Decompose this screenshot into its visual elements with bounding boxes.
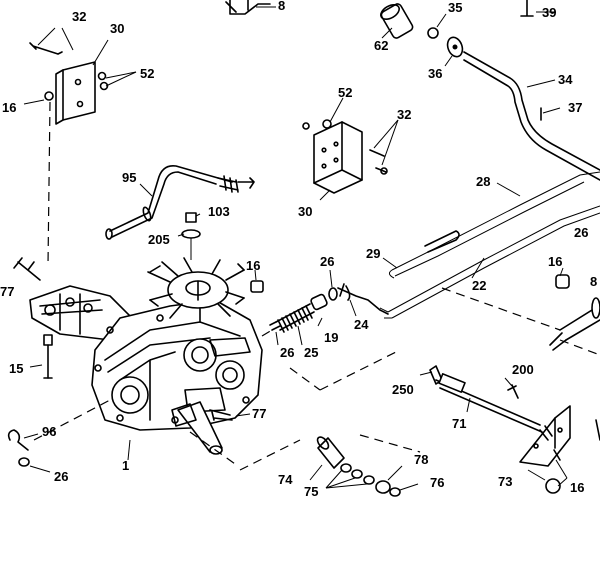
label-205: 205 xyxy=(148,232,170,247)
label-74: 74 xyxy=(278,472,293,487)
label-26: 26 xyxy=(574,225,588,240)
label-29: 29 xyxy=(366,246,380,261)
label-76: 76 xyxy=(430,475,444,490)
label-32: 32 xyxy=(72,9,86,24)
label-15: 15 xyxy=(9,361,23,376)
label-103: 103 xyxy=(208,204,230,219)
label-52: 52 xyxy=(140,66,154,81)
label-36: 36 xyxy=(428,66,442,81)
label-16: 16 xyxy=(570,480,584,495)
spacer-62 xyxy=(380,3,414,39)
label-26: 26 xyxy=(54,469,68,484)
label-75: 75 xyxy=(304,484,318,499)
label-200: 200 xyxy=(512,362,534,377)
label-24: 24 xyxy=(354,317,369,332)
control-rod-28-22 xyxy=(379,171,600,319)
label-32: 32 xyxy=(397,107,411,122)
label-1: 1 xyxy=(122,458,129,473)
label-34: 34 xyxy=(558,72,573,87)
spring-linkage xyxy=(250,269,401,391)
right-side-parts xyxy=(441,267,600,441)
label-52: 52 xyxy=(338,85,352,100)
label-30: 30 xyxy=(298,204,312,219)
label-22: 22 xyxy=(472,278,486,293)
label-37: 37 xyxy=(568,100,582,115)
label-16: 16 xyxy=(548,254,562,269)
transmission-assembly xyxy=(29,257,263,455)
label-77: 77 xyxy=(0,284,14,299)
label-73: 73 xyxy=(498,474,512,489)
label-30: 30 xyxy=(110,21,124,36)
lower-right-assembly xyxy=(359,365,571,494)
part-number-labels: 32 30 52 16 8 35 39 62 36 34 37 52 32 30… xyxy=(0,0,597,499)
label-16: 16 xyxy=(2,100,16,115)
left-bolts xyxy=(13,257,53,379)
label-39: 39 xyxy=(542,5,556,20)
label-26: 26 xyxy=(280,345,294,360)
label-78: 78 xyxy=(414,452,428,467)
label-8: 8 xyxy=(590,274,597,289)
label-62: 62 xyxy=(374,38,388,53)
label-250: 250 xyxy=(392,382,414,397)
label-25: 25 xyxy=(304,345,318,360)
label-35: 35 xyxy=(448,0,462,15)
label-95: 95 xyxy=(122,170,136,185)
label-96: 96 xyxy=(42,424,56,439)
label-26: 26 xyxy=(320,254,334,269)
rod-95 xyxy=(105,164,255,260)
lower-small-parts xyxy=(7,399,419,497)
left-bracket-assembly xyxy=(23,27,137,266)
label-16: 16 xyxy=(246,258,260,273)
label-77: 77 xyxy=(252,406,266,421)
bracket-30-left xyxy=(62,61,96,121)
label-8: 8 xyxy=(278,0,285,13)
label-28: 28 xyxy=(476,174,490,189)
handle-parts xyxy=(225,0,600,181)
center-bracket-assembly xyxy=(302,97,399,201)
label-19: 19 xyxy=(324,330,338,345)
cooling-fan xyxy=(147,257,245,323)
label-71: 71 xyxy=(452,416,466,431)
